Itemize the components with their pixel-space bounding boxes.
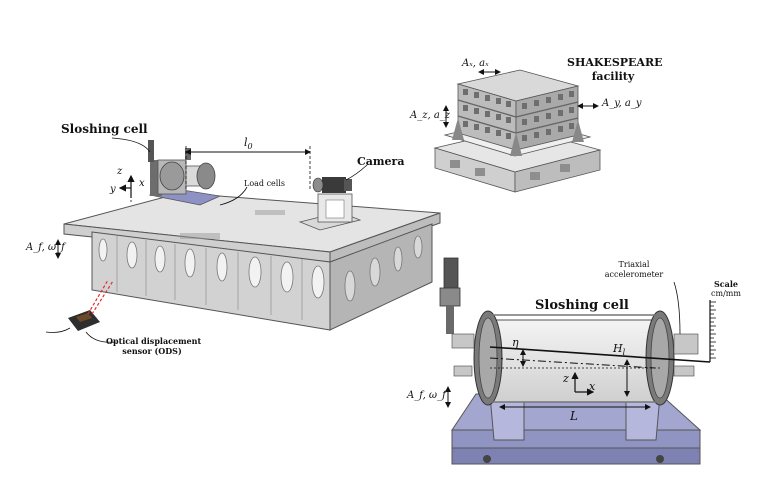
shakespeare-facility	[433, 69, 602, 193]
h1-label: Hl	[613, 342, 625, 357]
ods-label-line2: sensor (ODS)	[122, 346, 182, 356]
l0-subscript: 0	[247, 142, 253, 152]
scale-label-line2: cm/mm	[711, 289, 741, 298]
axis-x-left: x	[139, 178, 145, 189]
ods-label: Optical displacement sensor (ODS)	[106, 336, 202, 356]
camera-label: Camera	[357, 155, 405, 168]
az-az-label: A_z, a_z	[410, 110, 451, 121]
shakespeare-title-line2: facility	[591, 70, 635, 83]
shakespeare-title: SHAKESPEARE facility	[567, 56, 663, 84]
triaxial-label-line2: accelerometer	[604, 270, 664, 279]
l0-label: l0	[244, 136, 253, 151]
sloshing-cell-top-label: Sloshing cell	[61, 122, 148, 136]
ods-label-line1: Optical displacement	[106, 336, 202, 346]
af-wf-left-label: A_f, ω_f	[26, 242, 65, 253]
camera-mount	[298, 177, 362, 231]
axis-z-right: z	[563, 372, 569, 385]
shakespeare-title-line1: SHAKESPEARE	[567, 56, 663, 69]
h1-subscript: l	[622, 348, 626, 358]
load-cells-label: Load cells	[244, 179, 285, 188]
triaxial-label-line1: Triaxial	[618, 260, 650, 269]
eta-label: η	[512, 336, 519, 349]
small-sloshing-cell	[148, 140, 222, 206]
ay-ay-label: A_y, a_y	[602, 98, 642, 109]
length-L-label: L	[570, 409, 578, 423]
axis-y-left: y	[110, 184, 116, 195]
scale-label-line1: Scale	[714, 279, 738, 289]
sloshing-cell-main-label: Sloshing cell	[535, 298, 629, 313]
axis-x-right: x	[589, 380, 596, 393]
h1-symbol: H	[613, 342, 623, 355]
axis-z-left: z	[117, 166, 123, 177]
af-wf-right-label: A_f, ω_f	[407, 390, 446, 401]
ods-sensor	[45, 279, 117, 343]
ax-ax-label: Aₓ, aₓ	[462, 58, 489, 69]
l0-symbol: l	[244, 136, 248, 149]
scale-label: Scale cm/mm	[704, 279, 748, 299]
triaxial-label: Triaxial accelerometer	[594, 260, 674, 280]
shaking-table	[63, 192, 441, 331]
large-sloshing-cell	[439, 257, 716, 465]
